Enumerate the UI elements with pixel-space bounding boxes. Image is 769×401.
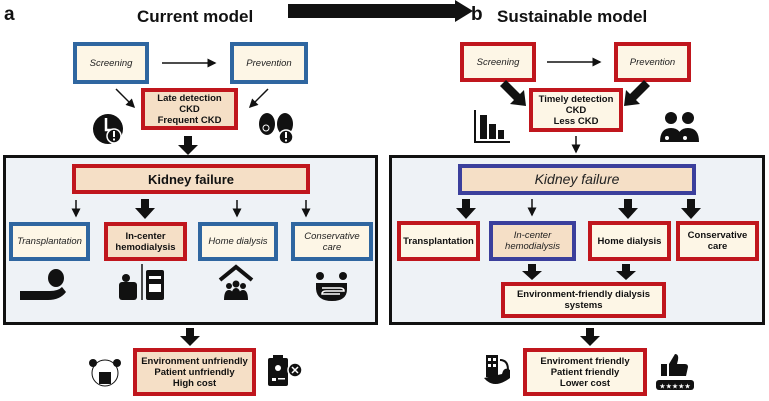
current-outcome-box: Environment unfriendly Patient unfriendl… [133,348,256,396]
outcome-line-1: Enviroment friendly [540,355,630,367]
house-family-icon [218,264,254,300]
incenter-to-systems-arrow [522,264,542,280]
environment-friendly-dialysis-box: Environment-friendly dialysis systems [501,282,666,318]
sustainable-home-dialysis-box: Home dialysis [588,221,671,261]
current-home-dialysis-box: Home dialysis [198,222,278,261]
current-prevention-label: Prevention [246,57,292,69]
treatment-label: In-center [125,230,166,242]
current-screening-box: Screening [73,42,149,84]
treatment-label: Home dialysis [597,235,662,247]
doctors-icon [660,112,699,142]
kidney-alert-icon [259,113,294,145]
current-transplantation-box: Transplantation [9,222,90,261]
bar-chart-decrease-icon [474,110,510,143]
home-to-systems-arrow [616,264,636,280]
current-incenter-hemodialysis-box: In-center hemodialysis [104,222,187,261]
patient-record-reject-icon [268,355,303,386]
kidney-failure-label: Kidney failure [148,171,234,187]
sustainable-to-outcome-arrow [580,328,600,346]
outcome-line-1: Environment unfriendly [141,355,248,367]
panel-b-title: Sustainable model [497,7,648,26]
detection-line-1: Late detection [157,92,222,104]
panel-a-letter: a [4,4,15,25]
sustainable-transplantation-box: Transplantation [397,221,480,261]
current-screening-label: Screening [89,57,133,69]
treatment-label: Conservative [687,230,748,241]
svg-text:★★★★★: ★★★★★ [659,383,690,391]
kidney-failure-label: Kidney failure [534,171,620,187]
outcome-line-2: Patient unfriendly [154,366,235,378]
sustainable-screening-box: Screening [460,42,536,82]
treatment-label: In-center [513,230,552,241]
right-arrow-icon [288,0,473,22]
sustainable-conservative-care-box: Conservative care [676,221,759,261]
failure-to-transplant-arrow-b [456,199,476,219]
care-people-icon [316,272,347,301]
detection-line-3: Frequent CKD [157,114,222,126]
sustainable-kidney-failure-box: Kidney failure [458,164,696,195]
failure-to-home-arrow-b [618,199,638,219]
dialysis-systems-line-1: Environment-friendly dialysis [516,289,651,300]
prevention-to-detection-arrow [248,88,269,109]
dialysis-systems-line-2: systems [564,300,603,311]
treatment-label: hemodialysis [505,241,560,252]
treatment-label: Transplantation [17,236,82,247]
screening-to-detection-arrow [115,88,136,109]
sustainable-outcome-box: Enviroment friendly Patient friendly Low… [523,348,647,396]
failure-to-conservative-arrow-b [681,199,701,219]
clock-alert-icon [93,114,123,144]
detection-line-2: CKD [179,103,200,115]
current-detection-box: Late detection CKD Frequent CKD [141,88,238,130]
current-kidney-failure-box: Kidney failure [72,164,310,194]
eco-building-icon [484,355,510,384]
detection-line-1: Timely detection [538,93,614,105]
thumbs-up-rating-icon: ★★★★★ [656,354,694,391]
current-conservative-care-box: Conservative care [291,222,373,261]
outcome-line-3: Lower cost [559,377,611,389]
sustainable-prevention-label: Prevention [629,56,676,68]
current-prevention-box: Prevention [230,42,308,84]
waste-cost-icon [89,359,121,387]
treatment-label: Transplantation [403,235,474,247]
sustainable-incenter-hemodialysis-box: In-center hemodialysis [489,221,576,261]
detection-line-2: CKD [565,104,587,116]
dialysis-chair-icon [119,264,164,300]
detection-line-3: Less CKD [553,115,599,127]
treatment-label: hemodialysis [115,241,176,253]
sustainable-screening-label: Screening [476,56,520,68]
treatment-label: care [322,241,342,253]
outcome-line-3: High cost [172,377,217,389]
panel-a-title: Current model [137,7,254,26]
failure-to-incenter-arrow [135,199,155,219]
current-to-outcome-arrow [180,328,200,346]
panel-b-letter: b [471,4,483,25]
hand-kidney-icon [20,269,66,300]
detection-to-failure-arrow [178,136,198,155]
outcome-line-2: Patient friendly [550,366,620,378]
treatment-label: care [707,241,728,252]
prevention-to-detection-arrow-b [624,80,650,106]
sustainable-detection-box: Timely detection CKD Less CKD [529,88,623,132]
treatment-label: Home dialysis [208,236,268,247]
sustainable-prevention-box: Prevention [614,42,691,82]
screening-to-detection-arrow-b [500,80,526,106]
treatment-label: Conservative [304,230,360,242]
